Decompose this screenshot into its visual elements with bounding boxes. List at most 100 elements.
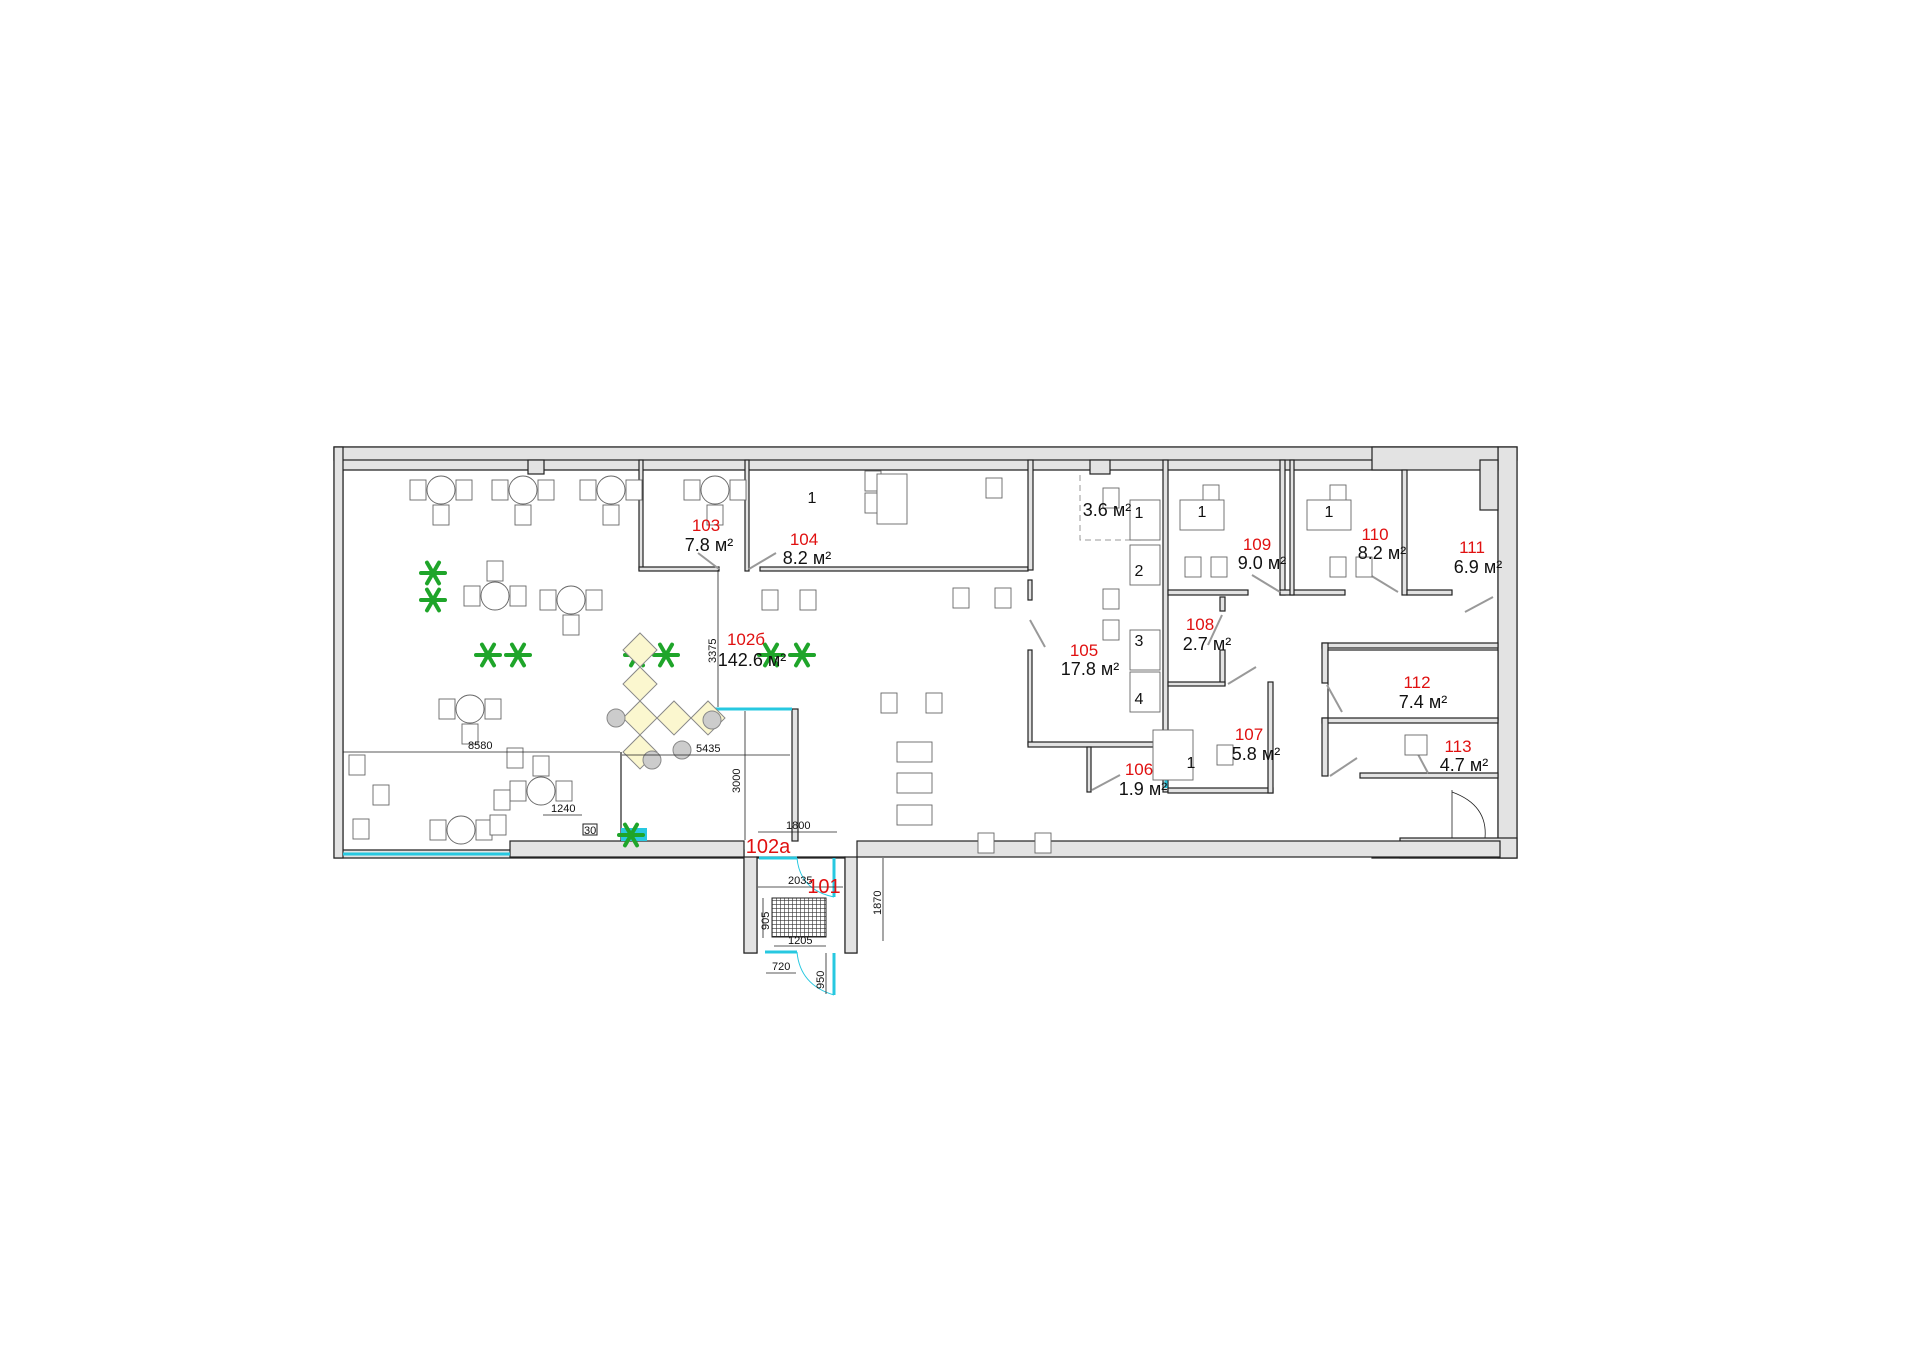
room-107-number: 107 <box>1235 725 1263 744</box>
chair <box>438 698 456 720</box>
dim-1870: 1870 <box>872 891 884 915</box>
chair <box>455 479 473 501</box>
chair <box>579 479 597 501</box>
room-102a-number: 102а <box>746 836 791 858</box>
door-111[interactable] <box>1464 596 1494 613</box>
stool <box>606 708 626 728</box>
dashed-zone <box>1079 475 1145 541</box>
door-108[interactable] <box>1207 614 1223 646</box>
plant-icon <box>800 642 810 657</box>
door-103[interactable] <box>697 552 720 570</box>
stool <box>672 740 692 760</box>
desk <box>876 473 908 525</box>
room-109-area: 9.0 м² <box>1238 553 1286 573</box>
interior-walls <box>620 459 1499 842</box>
desk <box>1129 629 1161 671</box>
dim-1205: 1205 <box>788 935 812 947</box>
workplace-110-1: 1 <box>1325 504 1334 521</box>
room-107-area: 5.8 м² <box>1232 744 1280 764</box>
chair <box>994 587 1012 609</box>
chair <box>491 479 509 501</box>
dim-2035: 2035 <box>788 875 812 887</box>
chair <box>489 814 507 836</box>
door-104[interactable] <box>748 552 777 570</box>
chair <box>514 504 532 526</box>
outer-walls <box>333 446 1518 954</box>
chair <box>409 479 427 501</box>
dimension-labels: 3375 8580 5435 3000 1240 1800 2035 905 1… <box>468 639 884 989</box>
chair <box>1034 832 1052 854</box>
chair <box>925 692 943 714</box>
workplace-105-2: 2 <box>1135 563 1144 580</box>
plant-icon <box>629 822 639 837</box>
chair <box>484 698 502 720</box>
chair <box>509 585 527 607</box>
chair <box>952 587 970 609</box>
chair <box>729 479 747 501</box>
chair <box>1102 588 1120 610</box>
dim-3375: 3375 <box>707 639 719 663</box>
room-108-area: 2.7 м² <box>1183 634 1231 654</box>
door-107[interactable] <box>1227 666 1257 685</box>
dimension-lines <box>343 570 884 994</box>
chair <box>352 818 370 840</box>
desk <box>1129 671 1161 713</box>
room-104-number: 104 <box>790 530 818 549</box>
plant-icon <box>431 560 441 575</box>
door-109[interactable] <box>1251 574 1281 593</box>
door-105[interactable] <box>1029 619 1046 648</box>
chair <box>625 479 643 501</box>
dim-1240: 1240 <box>551 803 575 815</box>
chair <box>1184 556 1202 578</box>
reception-counter <box>656 700 692 736</box>
door-exit[interactable] <box>1451 790 1486 839</box>
room-102b-number: 102б <box>727 630 765 649</box>
room-112-number: 112 <box>1403 673 1430 692</box>
room-106-number: 106 <box>1125 760 1153 779</box>
chair <box>985 477 1003 499</box>
round-table <box>446 815 476 845</box>
room-113-number: 113 <box>1444 737 1471 756</box>
round-table <box>526 776 556 806</box>
reception-counter <box>622 666 658 702</box>
chair <box>602 504 620 526</box>
chair <box>706 504 724 526</box>
chair <box>539 589 557 611</box>
door-113-outer[interactable] <box>1329 757 1358 777</box>
door-110[interactable] <box>1369 574 1399 593</box>
room-111-number: 111 <box>1459 538 1485 557</box>
chair <box>461 723 479 745</box>
chair <box>509 780 527 802</box>
chair <box>532 755 550 777</box>
door-106[interactable] <box>1091 774 1121 791</box>
workplace-105-1: 1 <box>1135 505 1144 522</box>
workplace-107-1: 1 <box>1187 755 1196 772</box>
dim-8580: 8580 <box>468 740 492 752</box>
room-103-number: 103 <box>692 516 720 535</box>
chair <box>799 589 817 611</box>
workplace-105-3: 3 <box>1135 633 1144 650</box>
desk <box>1179 499 1225 531</box>
stool <box>702 710 722 730</box>
room-112-area: 7.4 м² <box>1399 692 1447 712</box>
chair <box>562 614 580 636</box>
round-table <box>455 694 485 724</box>
dim-950: 950 <box>815 971 827 989</box>
chair <box>493 789 511 811</box>
chair <box>372 784 390 806</box>
chair <box>1329 556 1347 578</box>
plant-icon <box>486 642 496 657</box>
workplace-104-1: 1 <box>808 490 817 507</box>
chair <box>880 692 898 714</box>
dim-3000: 3000 <box>731 769 743 793</box>
room-109-number: 109 <box>1243 535 1271 554</box>
desk <box>896 741 933 763</box>
room-104-area: 8.2 м² <box>783 548 831 568</box>
chair <box>761 589 779 611</box>
stool <box>642 750 662 770</box>
dim-5435: 5435 <box>696 743 720 755</box>
door-112[interactable] <box>1326 684 1343 713</box>
desk <box>1129 544 1161 586</box>
desk <box>896 804 933 826</box>
